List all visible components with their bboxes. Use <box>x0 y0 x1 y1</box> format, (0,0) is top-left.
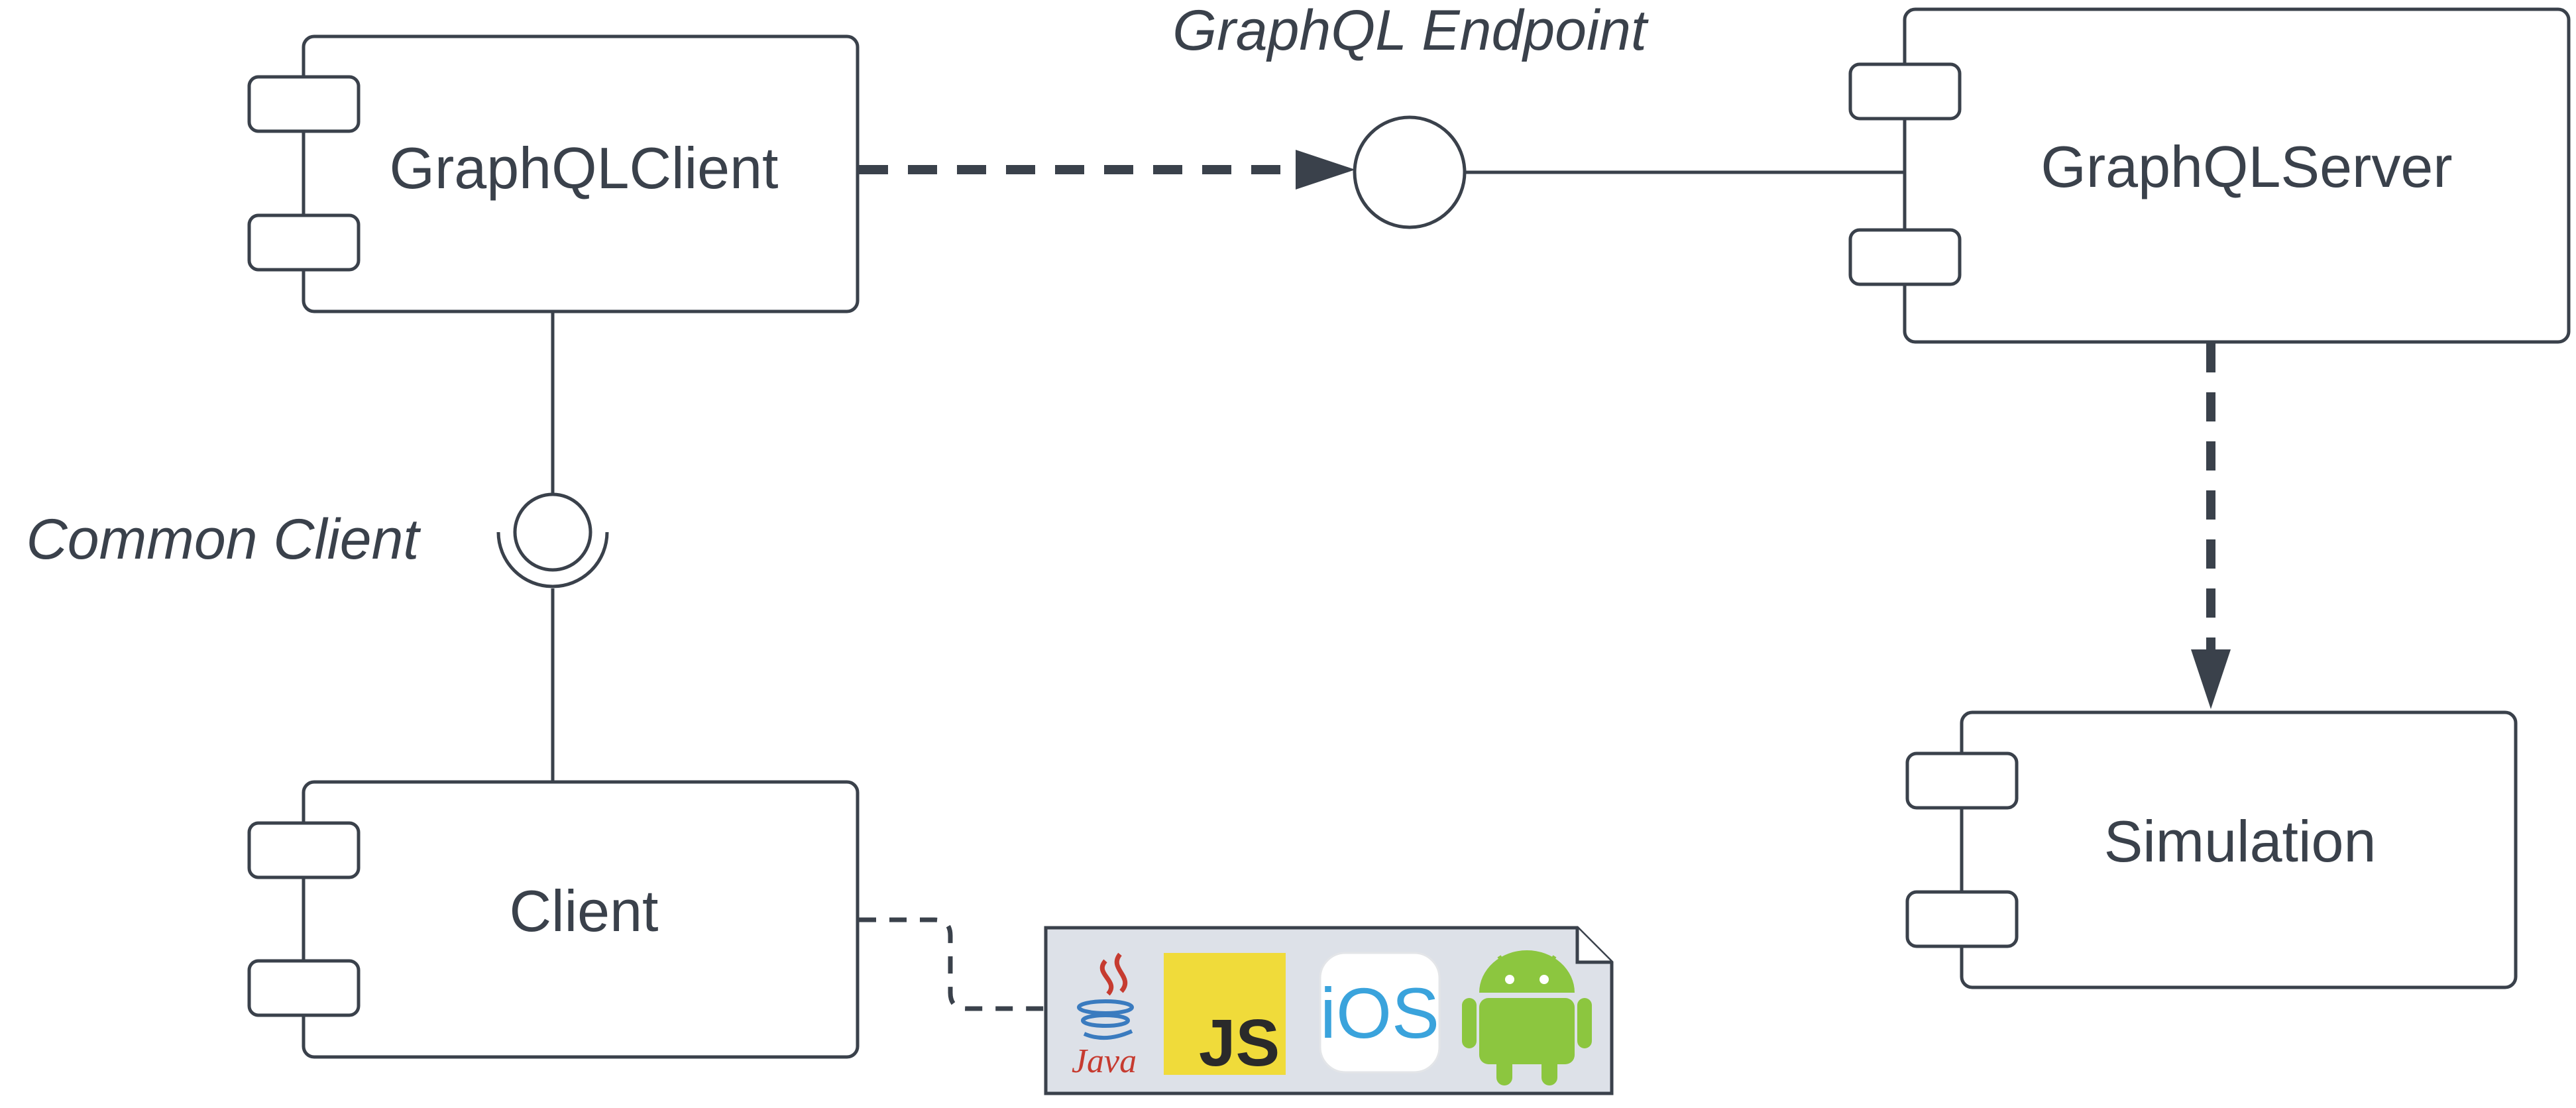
graphql-endpoint-interface: GraphQL Endpoint <box>1172 0 1649 229</box>
graphql-endpoint-label: GraphQL Endpoint <box>1172 0 1649 62</box>
graphql-client-component[interactable]: GraphQLClient <box>247 34 860 313</box>
component-port <box>247 959 361 1017</box>
client-to-endpoint-dependency <box>859 150 1355 190</box>
simulation-component[interactable]: Simulation <box>1905 710 2518 989</box>
ios-logo: iOS <box>1319 952 1441 1074</box>
platform-note: Java JS iOS <box>1044 926 1614 1095</box>
common-client-lollipop <box>513 492 592 572</box>
common-client-label: Common Client <box>27 508 421 571</box>
ios-logo-text: iOS <box>1320 973 1439 1053</box>
component-port <box>247 213 361 272</box>
client-component[interactable]: Client <box>247 780 860 1059</box>
android-logo <box>1462 950 1592 1085</box>
component-port <box>1905 751 2019 810</box>
component-port <box>247 821 361 879</box>
server-to-simulation-dependency <box>2191 343 2231 709</box>
common-client-interface: Common Client <box>27 492 609 588</box>
client-to-note-link <box>859 917 1046 1011</box>
common-client-socket <box>496 531 609 588</box>
component-port <box>1905 890 2019 948</box>
java-logo-text: Java <box>1072 1042 1137 1080</box>
client-label: Client <box>510 878 659 944</box>
component-port <box>1848 228 1962 286</box>
simulation-label: Simulation <box>2104 808 2377 874</box>
component-port <box>247 75 361 133</box>
graphql-endpoint-lollipop <box>1353 115 1467 229</box>
javascript-logo: JS <box>1164 953 1286 1080</box>
note-folded-corner <box>1575 928 1612 964</box>
component-port <box>1848 62 1962 121</box>
java-logo: Java <box>1072 952 1137 1080</box>
graphql-client-label: GraphQLClient <box>390 135 779 201</box>
javascript-logo-text: JS <box>1199 1006 1280 1080</box>
graphql-server-component[interactable]: GraphQLServer <box>1848 7 2571 344</box>
graphql-server-label: GraphQLServer <box>2041 134 2452 199</box>
